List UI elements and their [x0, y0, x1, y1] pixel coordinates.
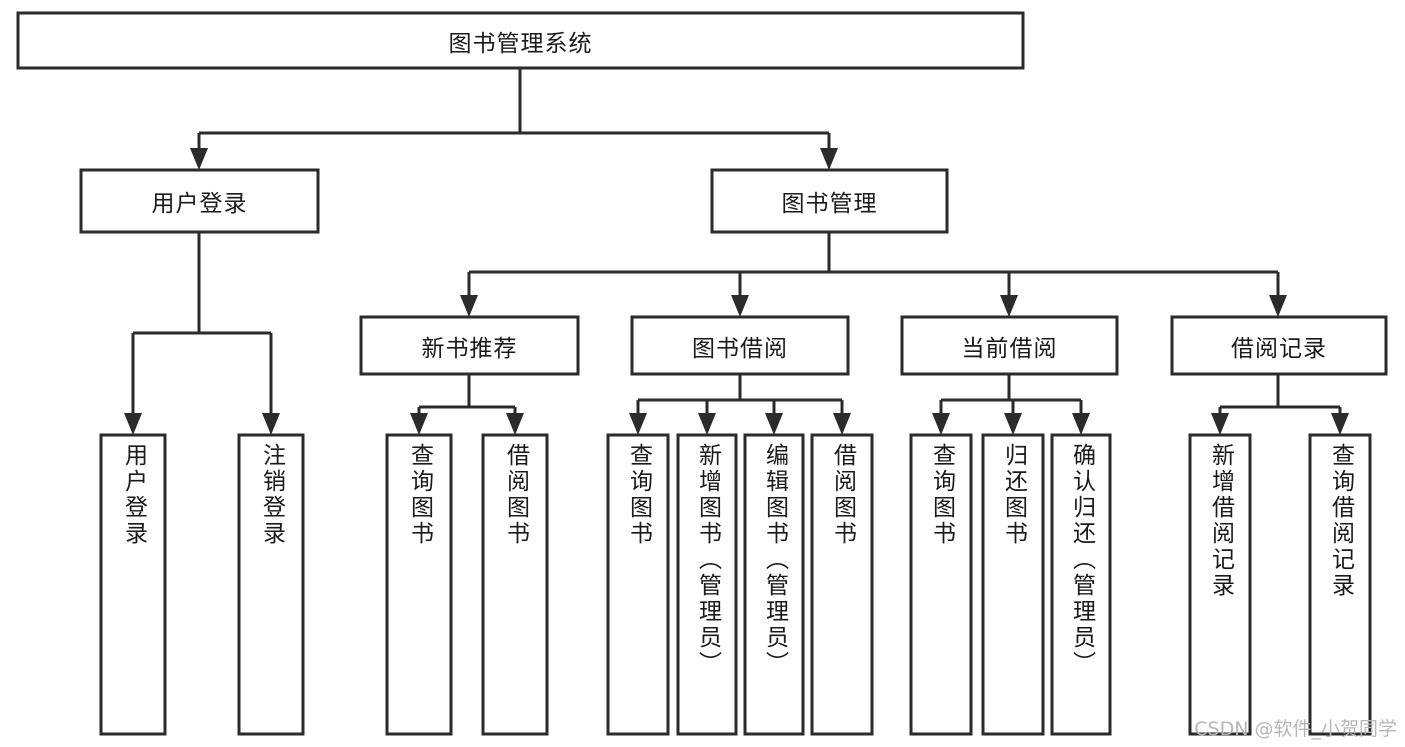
arrow-head-icon — [932, 413, 950, 435]
arrow-head-icon — [410, 413, 428, 435]
node-box-leaf-confirm-return-admin[interactable] — [1050, 433, 1112, 736]
node-box-leaf-query-book-2[interactable] — [606, 433, 670, 736]
arrow-head-icon — [820, 148, 838, 170]
arrow-head-icon — [833, 413, 851, 435]
arrow-head-icon — [1269, 295, 1287, 317]
arrow-head-icon — [765, 413, 783, 435]
connectors-layer — [124, 68, 1349, 435]
node-box-leaf-query-book-3[interactable] — [909, 433, 973, 736]
node-box-borrow-record[interactable] — [1170, 315, 1388, 376]
node-box-leaf-query-borrow-record[interactable] — [1308, 433, 1372, 736]
arrow-head-icon — [1072, 413, 1090, 435]
node-box-book-borrow[interactable] — [630, 315, 850, 376]
node-box-leaf-logout-login[interactable] — [237, 433, 305, 736]
arrow-head-icon — [698, 413, 716, 435]
arrow-head-icon — [124, 413, 142, 435]
node-box-leaf-borrow-book-1[interactable] — [481, 433, 549, 736]
node-box-leaf-user-login[interactable] — [99, 433, 167, 736]
node-box-leaf-query-book-1[interactable] — [385, 433, 453, 736]
arrow-head-icon — [629, 413, 647, 435]
node-box-leaf-add-borrow-record[interactable] — [1188, 433, 1252, 736]
arrow-head-icon — [1004, 413, 1022, 435]
arrow-head-icon — [460, 295, 478, 317]
boxes-layer — [16, 11, 1388, 736]
node-box-leaf-add-book-admin[interactable] — [676, 433, 738, 736]
arrow-head-icon — [1000, 295, 1018, 317]
node-box-leaf-return-book[interactable] — [981, 433, 1045, 736]
arrow-head-icon — [190, 148, 208, 170]
arrow-head-icon — [506, 413, 524, 435]
arrow-head-icon — [731, 295, 749, 317]
arrow-head-icon — [262, 413, 280, 435]
node-box-book-manage[interactable] — [710, 168, 949, 234]
arrow-head-icon — [1331, 413, 1349, 435]
arrow-head-icon — [1211, 413, 1229, 435]
node-box-user-login[interactable] — [79, 168, 320, 234]
node-box-root[interactable] — [16, 11, 1025, 70]
node-box-new-book-recommend[interactable] — [359, 315, 580, 376]
node-box-leaf-edit-book-admin[interactable] — [743, 433, 805, 736]
node-box-current-borrow[interactable] — [900, 315, 1119, 376]
node-box-leaf-borrow-book-2[interactable] — [810, 433, 874, 736]
